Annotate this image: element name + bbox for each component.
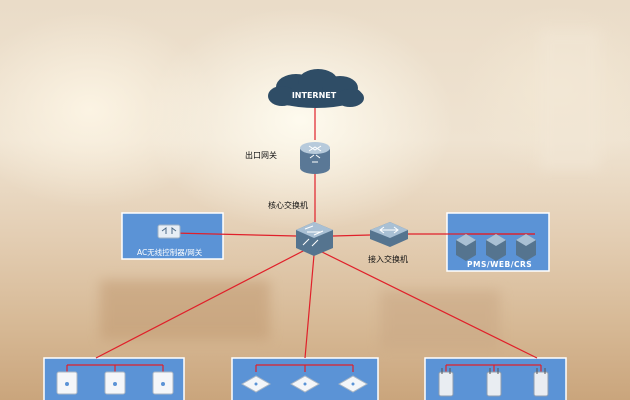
server-2-icon [486, 234, 506, 261]
server-icons [456, 234, 536, 261]
wall-ap-3-icon [152, 371, 174, 395]
gateway-router-icon [300, 142, 330, 174]
access-switch-icon [370, 222, 408, 247]
wall-ap-icons [56, 371, 174, 395]
access-switch-label: 接入交换机 [368, 255, 408, 264]
internet-cloud-icon [268, 69, 364, 108]
link-core-right-ap [321, 251, 538, 359]
network-links [66, 108, 542, 372]
background-window [540, 30, 600, 170]
link-core-left-ap [95, 249, 306, 359]
outdoor-ap-icons [438, 368, 549, 397]
link-core-access [332, 234, 371, 237]
gateway-label: 出口网关 [245, 151, 277, 160]
link-core-middle-ap [304, 254, 315, 359]
core-switch-label: 核心交换机 [268, 201, 308, 210]
ceiling-ap-2-icon [289, 375, 321, 393]
outdoor-ap-1-icon [438, 368, 454, 397]
ceiling-ap-3-icon [337, 375, 369, 393]
outdoor-ap-2-icon [486, 368, 502, 397]
ceiling-ap-1-icon [240, 375, 272, 393]
ceiling-ap-icons [240, 375, 369, 393]
outdoor-ap-3-icon [533, 368, 549, 397]
ac-panel-label: AC无线控制器/网关 [137, 248, 203, 257]
server-1-icon [456, 234, 476, 261]
background-shelf [100, 280, 270, 340]
background-cabinet [380, 290, 500, 350]
link-core-ac [172, 232, 297, 237]
server-3-icon [516, 234, 536, 261]
wall-ap-2-icon [104, 371, 126, 395]
internet-label: INTERNET [292, 91, 337, 100]
wall-ap-1-icon [56, 371, 78, 395]
core-switch-icon [296, 222, 333, 256]
servers-panel-label: PMS/WEB/CRS [467, 260, 533, 269]
ac-controller-icon [157, 224, 181, 239]
